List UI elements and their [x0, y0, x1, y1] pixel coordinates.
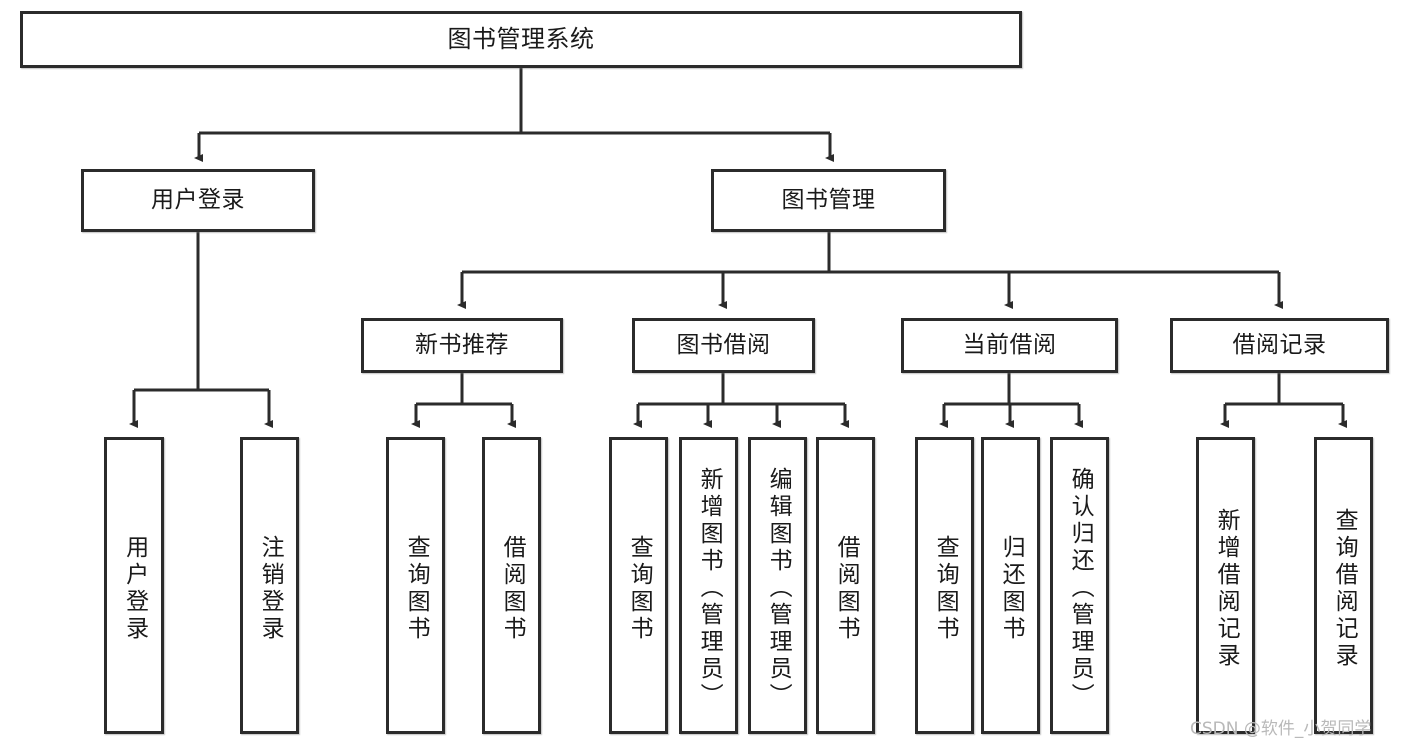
leaf-confirm-return[interactable]: 确认归还（管理员） — [1050, 437, 1109, 734]
node-user-login[interactable]: 用户登录 — [81, 169, 315, 232]
leaf-query-borrow-record[interactable]: 查询借阅记录 — [1314, 437, 1373, 734]
leaf-query-book-borrow-label: 查询图书 — [626, 534, 653, 643]
node-new-book-recommend[interactable]: 新书推荐 — [361, 318, 563, 373]
leaf-add-book-label: 新增图书（管理员） — [696, 467, 723, 710]
leaf-return-book-label: 归还图书 — [998, 534, 1025, 643]
connector-group-user-login — [129, 232, 273, 428]
leaf-query-book-current-label: 查询图书 — [932, 534, 959, 643]
connector-group-book-borrow — [633, 373, 849, 428]
leaf-borrow-book-label: 借阅图书 — [833, 534, 860, 643]
node-root[interactable]: 图书管理系统 — [20, 11, 1022, 68]
leaf-add-borrow-record-label: 新增借阅记录 — [1213, 507, 1240, 670]
leaf-query-book-recommend[interactable]: 查询图书 — [386, 437, 445, 734]
leaf-query-book-current[interactable]: 查询图书 — [915, 437, 974, 734]
node-book-management-label: 图书管理 — [781, 186, 876, 213]
node-current-borrow[interactable]: 当前借阅 — [901, 318, 1118, 373]
leaf-borrow-book-recommend[interactable]: 借阅图书 — [482, 437, 541, 734]
connector-group-root — [194, 68, 834, 162]
node-book-borrow[interactable]: 图书借阅 — [632, 318, 815, 373]
leaf-edit-book[interactable]: 编辑图书（管理员） — [748, 437, 807, 734]
connector-group-current-borrow — [939, 373, 1083, 428]
leaf-query-borrow-record-label: 查询借阅记录 — [1331, 507, 1358, 670]
node-current-borrow-label: 当前借阅 — [962, 331, 1057, 358]
connector-group-book-management — [457, 232, 1283, 309]
leaf-edit-book-label: 编辑图书（管理员） — [765, 467, 792, 710]
connector-group-new-book-recommend — [411, 373, 516, 428]
node-new-book-recommend-label: 新书推荐 — [415, 331, 509, 358]
leaf-user-login[interactable]: 用户登录 — [104, 437, 164, 734]
leaf-add-borrow-record[interactable]: 新增借阅记录 — [1196, 437, 1255, 734]
leaf-return-book[interactable]: 归还图书 — [981, 437, 1040, 734]
leaf-confirm-return-label: 确认归还（管理员） — [1067, 467, 1094, 710]
csdn-watermark: CSDN @软件_小贺同学 — [1190, 719, 1372, 739]
node-borrow-record[interactable]: 借阅记录 — [1170, 318, 1389, 373]
connector-group-borrow-record — [1220, 373, 1347, 428]
leaf-query-book-borrow[interactable]: 查询图书 — [609, 437, 668, 734]
leaf-borrow-book[interactable]: 借阅图书 — [816, 437, 875, 734]
node-book-management[interactable]: 图书管理 — [711, 169, 946, 232]
leaf-user-login-label: 用户登录 — [121, 534, 148, 643]
node-book-borrow-label: 图书借阅 — [676, 331, 771, 358]
leaf-add-book[interactable]: 新增图书（管理员） — [679, 437, 738, 734]
leaf-query-book-recommend-label: 查询图书 — [403, 534, 430, 643]
node-root-label: 图书管理系统 — [447, 25, 595, 54]
node-borrow-record-label: 借阅记录 — [1232, 331, 1327, 358]
leaf-borrow-book-recommend-label: 借阅图书 — [499, 534, 526, 643]
leaf-user-logout-label: 注销登录 — [257, 534, 284, 643]
node-user-login-label: 用户登录 — [151, 186, 245, 213]
leaf-user-logout[interactable]: 注销登录 — [240, 437, 299, 734]
